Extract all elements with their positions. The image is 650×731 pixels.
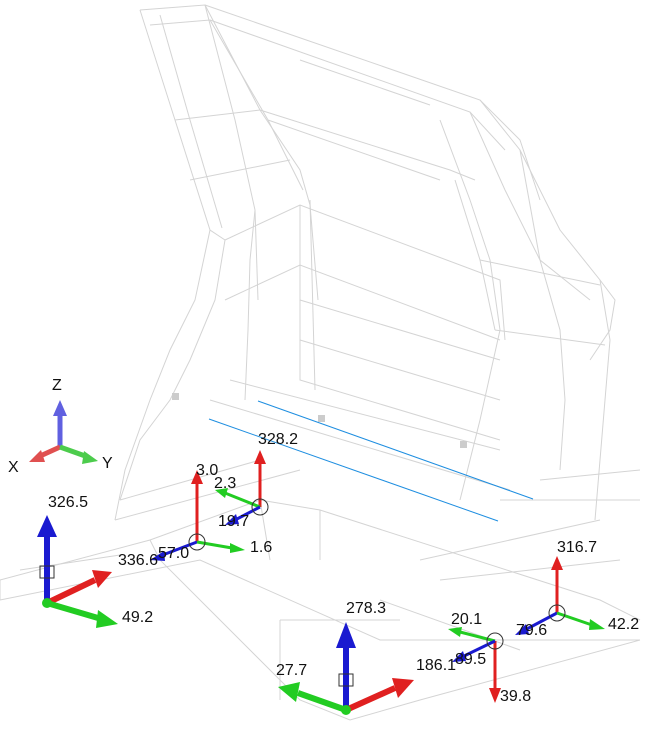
load-label: 3.0 — [196, 462, 219, 479]
load-label: 42.2 — [608, 616, 640, 633]
load-label: 57.0 — [158, 545, 190, 562]
load-label: 27.7 — [276, 662, 308, 679]
guide-lines — [208, 400, 534, 522]
load-label: 316.7 — [557, 539, 598, 556]
load-label: 39.8 — [500, 688, 532, 705]
load-arrows-node-6 — [515, 556, 605, 635]
load-label: 326.5 — [48, 494, 89, 511]
load-label: 1.6 — [250, 539, 273, 556]
x-axis-label: X — [8, 459, 19, 476]
axis-triad — [29, 400, 98, 464]
load-label: 186.1 — [416, 657, 457, 674]
load-label: 79.6 — [516, 622, 548, 639]
load-label: 328.2 — [258, 431, 299, 448]
wireframe-model — [0, 4, 641, 721]
load-label: 336.6 — [118, 552, 159, 569]
z-axis-label: Z — [52, 377, 62, 394]
load-label: 49.2 — [122, 609, 154, 626]
y-axis-label: Y — [102, 455, 113, 472]
load-label: 20.1 — [451, 611, 483, 628]
load-label: 2.3 — [214, 475, 237, 492]
load-arrows-node-2 — [150, 470, 245, 561]
load-label: 89.5 — [455, 651, 487, 668]
load-arrows-node-5 — [448, 627, 504, 703]
load-label: 19.7 — [218, 513, 250, 530]
node-markers — [172, 393, 467, 448]
load-arrows-node-1 — [37, 515, 118, 628]
load-arrows-node-3 — [215, 450, 269, 525]
load-arrows-node-4 — [278, 622, 414, 715]
load-label: 278.3 — [346, 600, 387, 617]
